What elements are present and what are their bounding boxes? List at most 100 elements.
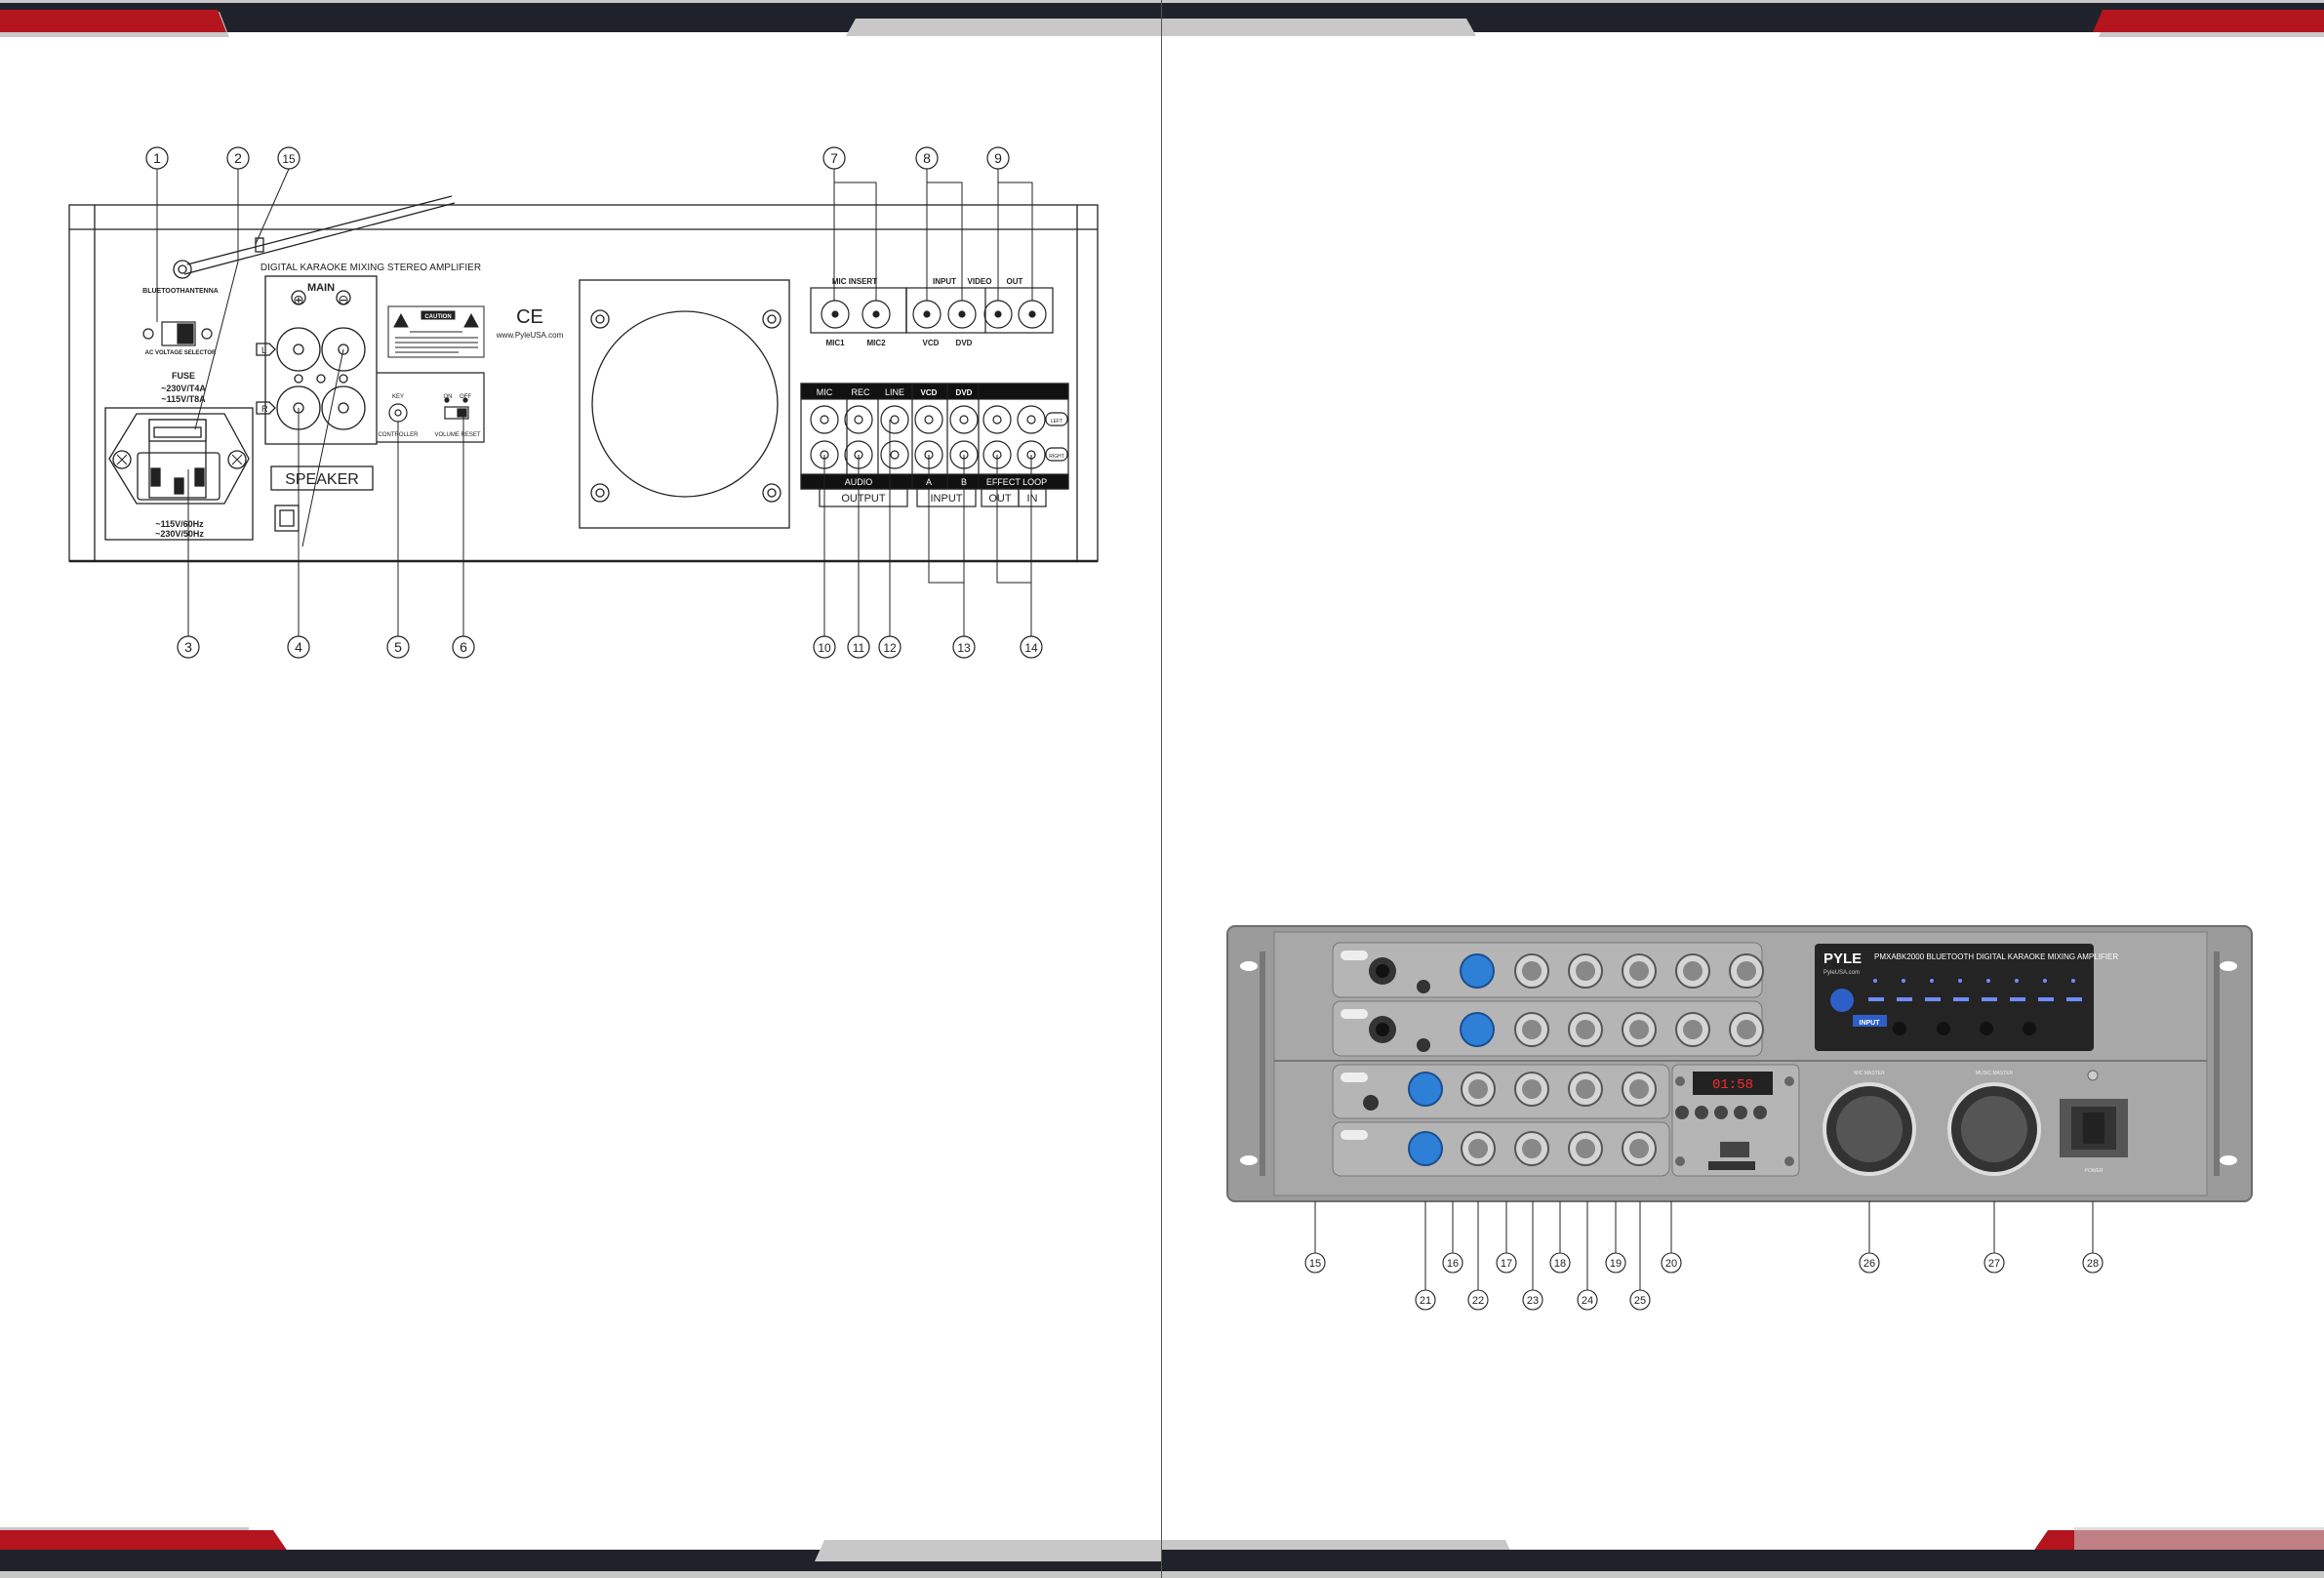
callout-23: 23 (1527, 1295, 1539, 1307)
right-page: 15 16 17 18 19 20 26 27 28 21 22 23 24 2… (1162, 0, 2324, 1578)
rca-header-rec: REC (851, 387, 870, 397)
power-switch (2060, 1099, 2128, 1157)
input-box-label: INPUT (931, 493, 963, 505)
top-band-left (0, 0, 1162, 37)
mic-video-jacks (810, 287, 1054, 334)
front-callout-leaders (1314, 1201, 2094, 1290)
rca-header-line: LINE (885, 387, 904, 397)
front-panel-labels: PYLE PyleUSA.com PMXABK2000 BLUETOOTH DI… (1712, 951, 2118, 1174)
vcd-label: VCD (923, 339, 940, 347)
key-label: KEY (392, 394, 404, 400)
callout-15: 15 (282, 152, 296, 166)
effect-loop-label: EFFECT LOOP (986, 477, 1047, 487)
caution-title: CAUTION (424, 314, 451, 320)
top-band-right (1162, 0, 2324, 37)
master-volume-knobs (1823, 1070, 2099, 1176)
rear-panel-labels: BLUETOOTHANTENNA AC VOLTAGE SELECTOR FUS… (142, 263, 1064, 539)
fuse-line-1: ~230V/T4A (161, 384, 206, 393)
plus-symbol: ⊕ (293, 292, 304, 307)
callout-13: 13 (957, 641, 971, 655)
callout-26: 26 (1863, 1258, 1875, 1270)
mic2-label: MIC2 (866, 339, 886, 347)
rca-header-vcd: VCD (921, 388, 938, 397)
callout-21: 21 (1420, 1295, 1431, 1307)
bottom-band-right (1162, 1527, 2324, 1578)
left-tag: LEFT (1051, 419, 1062, 425)
callout-4: 4 (295, 639, 302, 655)
right-page-graphics: 15 16 17 18 19 20 26 27 28 21 22 23 24 2… (1162, 0, 2324, 1578)
display-panel (1815, 944, 2094, 1051)
minus-symbol: ⊖ (338, 292, 349, 307)
b-label: B (961, 477, 967, 487)
callout-7: 7 (830, 150, 838, 166)
audio-label: AUDIO (845, 477, 873, 487)
input-button-label: INPUT (1860, 1020, 1881, 1027)
mic-insert-label: MIC INSERT (832, 277, 877, 286)
right-marker: R (261, 404, 268, 414)
callout-15-front: 15 (1309, 1258, 1321, 1270)
fuse-title: FUSE (172, 371, 195, 381)
rotary-knobs (1408, 953, 1764, 1166)
left-page: 1 2 15 7 8 9 3 4 5 6 10 11 12 13 14 BLUE… (0, 0, 1162, 1578)
callout-5: 5 (394, 639, 402, 655)
callout-6: 6 (460, 639, 467, 655)
mic-jacks (1341, 951, 1430, 1140)
callout-27: 27 (1988, 1258, 2000, 1270)
website: www.PyleUSA.com (496, 331, 564, 340)
callout-9: 9 (994, 150, 1002, 166)
mic1-label: MIC1 (825, 339, 845, 347)
antenna-label: BLUETOOTHANTENNA (142, 288, 219, 295)
brand-sub: PyleUSA.com (1823, 970, 1860, 976)
callout-28: 28 (2087, 1258, 2099, 1270)
callout-1: 1 (153, 150, 161, 166)
voltage-selector (142, 321, 213, 346)
on-label: ON (444, 394, 453, 400)
input-label: INPUT (933, 277, 956, 286)
mic-master-label: MIC MASTER (1854, 1071, 1885, 1076)
power-label: POWER (2085, 1168, 2104, 1174)
main-label: MAIN (307, 282, 335, 294)
callout-11: 11 (853, 641, 865, 655)
speaker-label: SPEAKER (285, 471, 359, 488)
callout-20: 20 (1665, 1258, 1677, 1270)
right-tag: RIGHT (1049, 454, 1064, 460)
music-master-label: MUSIC MASTER (1976, 1071, 2014, 1076)
brand-logo: PYLE (1823, 951, 1862, 967)
power-inlet (104, 407, 254, 541)
rca-header-mic: MIC (817, 387, 833, 397)
power-line-1: ~115V/60Hz (155, 519, 204, 529)
rear-model-title: DIGITAL KARAOKE MIXING STEREO AMPLIFIER (260, 263, 481, 273)
callout-16: 16 (1447, 1258, 1459, 1270)
dvd-label: DVD (956, 339, 973, 347)
front-callout-numbers: 15 16 17 18 19 20 26 27 28 21 22 23 24 2… (1309, 1258, 2099, 1307)
power-line-2: ~230V/50Hz (155, 529, 204, 539)
callout-14: 14 (1024, 641, 1038, 655)
in-box-label: IN (1027, 493, 1038, 505)
out-box-label: OUT (988, 493, 1012, 505)
out-label: OUT (1007, 277, 1023, 286)
led-display-readout: 01:58 (1712, 1077, 1753, 1093)
rca-jack-block (800, 383, 1069, 507)
output-box-label: OUTPUT (841, 493, 886, 505)
video-label: VIDEO (968, 277, 992, 286)
left-marker: L (261, 345, 266, 355)
bottom-band-left (0, 1527, 1162, 1578)
left-page-graphics: 1 2 15 7 8 9 3 4 5 6 10 11 12 13 14 BLUE… (0, 0, 1162, 1578)
callout-10: 10 (818, 641, 831, 655)
controller-label: CONTROLLER (378, 432, 419, 438)
callout-22: 22 (1472, 1295, 1484, 1307)
bluetooth-antenna (173, 195, 456, 279)
callout-12: 12 (883, 641, 897, 655)
media-player-module (1675, 1072, 1794, 1170)
callout-numbers: 1 2 15 7 8 9 3 4 5 6 10 11 12 13 14 (153, 150, 1038, 655)
off-label: OFF (460, 394, 471, 400)
callout-24: 24 (1582, 1295, 1593, 1307)
volume-reset-label: VOLUME RESET (434, 432, 480, 438)
front-model-title: PMXABK2000 BLUETOOTH DIGITAL KARAOKE MIX… (1874, 952, 2118, 961)
callout-circles (145, 146, 1043, 659)
callout-leaders (156, 168, 1033, 636)
rear-panel-chassis (68, 204, 1099, 563)
callout-8: 8 (923, 150, 931, 166)
fuse-line-2: ~115V/T8A (161, 394, 206, 404)
front-callout-circles (1304, 1252, 2104, 1311)
